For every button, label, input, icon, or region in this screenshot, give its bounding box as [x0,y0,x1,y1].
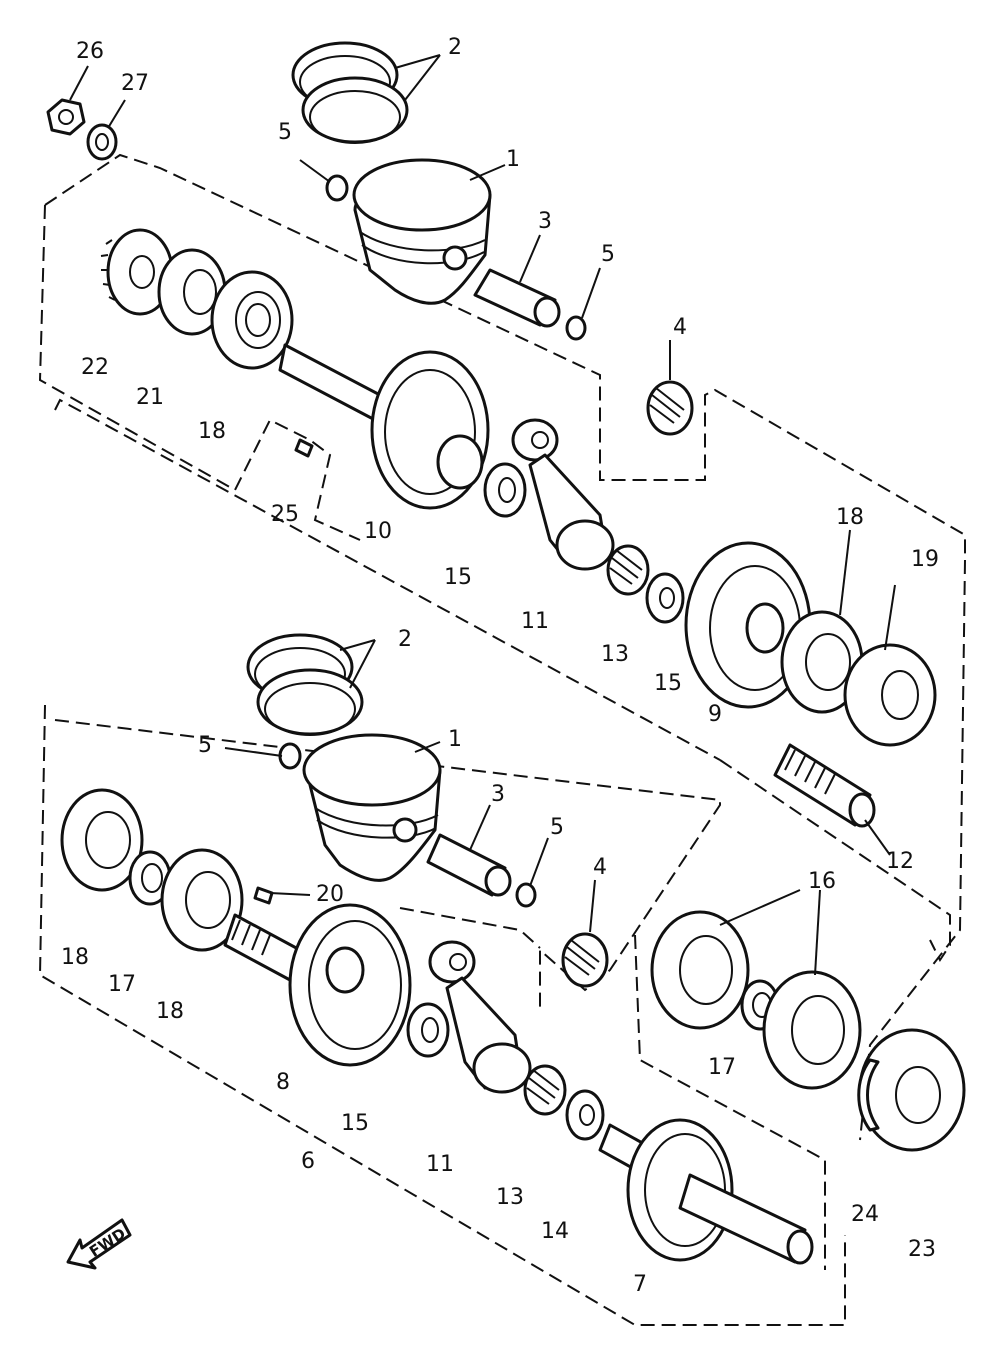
bearing-18-lower-a [60,788,144,892]
right-long-outline [859,559,966,1141]
lower-inner-outline [399,907,541,949]
key-25 [294,438,314,458]
callout-18-lower-b: 18 [156,999,184,1024]
nut [46,98,86,136]
callout-10: 10 [364,519,392,544]
seal-19 [843,643,937,747]
callout-11-lower: 11 [426,1152,454,1177]
inner-crank-outline [54,398,721,761]
lower-crank-outline [54,719,721,1010]
callout-18-upper-left: 18 [198,419,226,444]
callout-3-upper: 3 [538,209,552,234]
callout-2-lower: 2 [398,627,412,652]
callout-13-upper: 13 [601,642,629,667]
bearing-18-upper-right [780,610,864,714]
callout-3-lower: 3 [491,782,505,807]
callout-11-upper: 11 [521,609,549,634]
lower-piston-pin [426,833,512,897]
callout-12: 12 [886,849,914,874]
bearing-13-lower [523,1064,567,1116]
upper-piston [352,158,492,305]
callout-5-upper-left: 5 [278,120,292,145]
forward-arrow-icon: FWD [66,1218,132,1270]
assembly-outlines [38,153,966,1326]
bearing-18-lower-b [160,848,244,952]
callout-15-upper-a: 15 [444,565,472,590]
washer-27 [86,123,118,161]
callout-14: 14 [541,1219,569,1244]
outer-crank-outline-left [38,704,846,1326]
crank-7 [598,1118,814,1265]
upper-circlip-right [565,315,587,341]
callout-15-upper-b: 15 [654,671,682,696]
upper-conrod [511,418,615,571]
upper-crank-outline-bottom [38,204,361,541]
callout-17-lower-right: 17 [708,1055,736,1080]
bearing-16-a [650,910,750,1030]
callout-5-lower-left: 5 [198,733,212,758]
bearing-set-outline [634,934,826,1270]
callout-16: 16 [808,869,836,894]
seal-23 [858,1028,966,1152]
lower-piston [302,733,442,882]
callout-15-lower: 15 [341,1111,369,1136]
callout-20: 20 [316,882,344,907]
crank-8 [223,903,412,1067]
bearing-18-upper-left [210,270,294,370]
callout-24: 24 [851,1202,879,1227]
upper-piston-pin [473,268,561,328]
callout-6: 6 [301,1149,315,1174]
right-crank-outline [719,759,951,962]
upper-circlip-left [325,174,349,202]
callout-1-upper: 1 [506,147,520,172]
washer-15-upper-b [645,572,685,624]
shaft-12 [773,743,876,828]
circlip-24 [857,1058,880,1132]
callout-18-lower-a: 18 [61,945,89,970]
callout-23: 23 [908,1237,936,1262]
callout-18-upper-right: 18 [836,505,864,530]
bearing-4-lower [561,932,609,988]
washer-15-upper-a [483,462,527,518]
washer-14 [565,1089,605,1141]
upper-piston-rings [291,41,409,144]
bearing-4-upper [646,380,694,436]
key-20 [253,886,274,905]
callout-13-lower: 13 [496,1185,524,1210]
callout-5-upper-right: 5 [601,242,615,267]
callout-21: 21 [136,385,164,410]
lower-conrod [428,940,532,1094]
crank-10 [278,343,490,510]
callout-7: 7 [633,1272,647,1297]
callout-22: 22 [81,355,109,380]
callout-5-lower-right: 5 [550,815,564,840]
upper-crank-outline [44,153,966,560]
callout-4-lower: 4 [593,855,607,880]
lower-piston-rings [246,633,364,736]
callout-1-lower: 1 [448,727,462,752]
callout-2-upper: 2 [448,35,462,60]
callout-27: 27 [121,71,149,96]
callout-17-lower-left: 17 [108,972,136,997]
callout-9: 9 [708,702,722,727]
callout-labels: 2 1 5 3 5 4 26 27 22 21 18 25 10 15 11 1… [61,35,939,1297]
bearing-13-upper [606,544,650,596]
leader-lines [69,54,896,976]
callout-4-upper: 4 [673,315,687,340]
callout-8: 8 [276,1070,290,1095]
lower-circlip-right [515,882,537,908]
lower-circlip-left [278,742,302,770]
bearing-16-b [762,970,862,1090]
washer-15-lower [406,1002,450,1058]
callout-19: 19 [911,547,939,572]
callout-25: 25 [271,502,299,527]
callout-26: 26 [76,39,104,64]
